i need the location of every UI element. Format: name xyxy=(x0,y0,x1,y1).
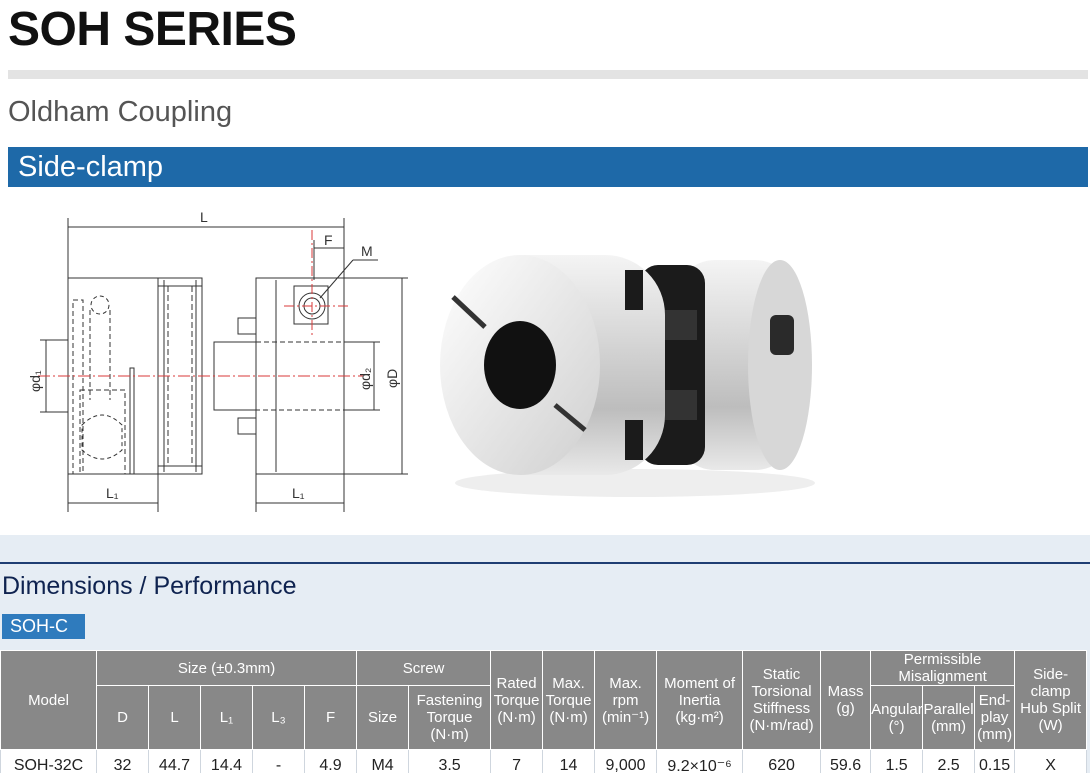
cell-parallel: 2.5 xyxy=(922,749,976,773)
header-D: D xyxy=(96,685,149,750)
product-subtitle: Oldham Coupling xyxy=(8,96,233,128)
section-bar-label: Side-clamp xyxy=(18,151,164,183)
header-model: Model xyxy=(0,650,97,750)
spec-table: Model Size (±0.3mm) Screw Rated Torque (… xyxy=(0,650,1088,773)
cell-end-play: 0.15 xyxy=(974,749,1016,773)
header-mass: Mass (g) xyxy=(820,650,872,750)
header-fastening-torque: Fastening Torque (N·m) xyxy=(408,685,492,750)
header-F: F xyxy=(303,685,358,750)
model-tag: SOH-C xyxy=(2,614,85,639)
header-L1: L₁ xyxy=(200,685,253,750)
header-L: L xyxy=(148,685,201,750)
cell-L: 44.7 xyxy=(148,749,201,773)
cell-screw-size: M4 xyxy=(356,749,410,773)
cell-D: 32 xyxy=(96,749,149,773)
section-bar: Side-clamp xyxy=(8,147,1088,187)
header-misalignment: Permissible Misalignment xyxy=(870,650,1016,686)
header-end-play: End-play (mm) xyxy=(974,685,1016,750)
cell-rated-torque: 7 xyxy=(490,749,544,773)
dim-label-L1-right: L₁ xyxy=(292,485,305,501)
header-rated-torque: Rated Torque (N·m) xyxy=(490,650,544,750)
header-max-torque: Max. Torque (N·m) xyxy=(542,650,596,750)
dim-label-d2: φd₂ xyxy=(357,368,373,390)
dim-label-L: L xyxy=(200,209,208,225)
cell-fastening-torque: 3.5 xyxy=(408,749,492,773)
cell-model: SOH-32C xyxy=(0,749,97,773)
dimensions-divider xyxy=(0,562,1090,564)
cell-inertia: 9.2×10⁻⁶ xyxy=(656,749,744,773)
cell-mass: 59.6 xyxy=(820,749,872,773)
cell-max-torque: 14 xyxy=(542,749,596,773)
cell-F: 4.9 xyxy=(303,749,358,773)
dim-label-F: F xyxy=(324,232,333,248)
header-L3: L₃ xyxy=(252,685,305,750)
header-hub-split: Side-clamp Hub Split (W) xyxy=(1014,650,1088,750)
cell-angular: 1.5 xyxy=(870,749,924,773)
cell-L1: 14.4 xyxy=(200,749,253,773)
cell-max-rpm: 9,000 xyxy=(594,749,658,773)
header-screw: Screw xyxy=(356,650,492,686)
table-row: SOH-32C 32 44.7 14.4 - 4.9 M4 3.5 7 14 9… xyxy=(0,749,1088,773)
header-parallel: Parallel (mm) xyxy=(922,685,976,750)
coupling-product-image xyxy=(440,255,815,497)
header-inertia: Moment of Inertia (kg·m²) xyxy=(656,650,744,750)
cell-stiffness: 620 xyxy=(742,749,822,773)
header-screw-size: Size xyxy=(356,685,410,750)
dimensions-title: Dimensions / Performance xyxy=(2,572,297,600)
title-divider xyxy=(8,70,1088,79)
technical-drawing: L F M φd₁ φd₂ φD L₁ L₁ xyxy=(27,209,408,512)
dim-label-L1-left: L₁ xyxy=(106,485,119,501)
dim-label-M: M xyxy=(361,243,373,259)
header-size: Size (±0.3mm) xyxy=(95,650,358,686)
cell-hub-split: X xyxy=(1014,749,1088,773)
header-stiffness: Static Torsional Stiffness (N·m/rad) xyxy=(742,650,822,750)
header-max-rpm: Max. rpm (min⁻¹) xyxy=(594,650,658,750)
dim-label-D: φD xyxy=(384,369,400,388)
series-title: SOH SERIES xyxy=(8,3,297,56)
cell-L3: - xyxy=(252,749,305,773)
dim-label-d1: φd₁ xyxy=(27,370,43,392)
header-angular: Angular (°) xyxy=(870,685,924,750)
